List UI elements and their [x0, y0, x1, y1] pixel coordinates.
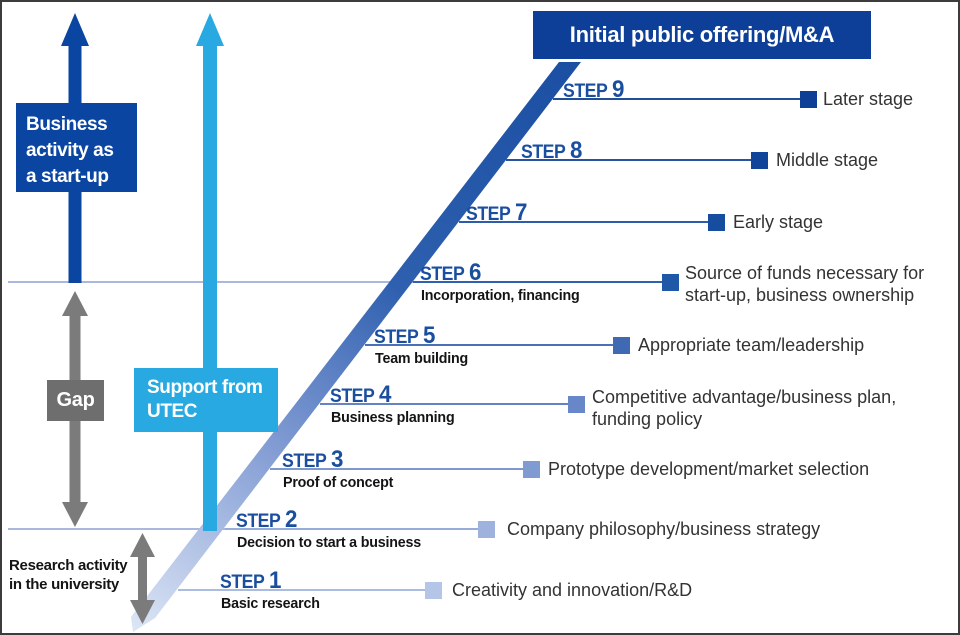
research-activity-line2: in the university	[9, 576, 119, 593]
step-8-marker	[751, 152, 768, 169]
gap-label: Gap	[56, 389, 95, 411]
step-1-sublabel: Basic research	[221, 595, 320, 612]
step-1-marker	[425, 582, 442, 599]
step-3-sublabel: Proof of concept	[283, 474, 394, 491]
business-activity-box: Business activity as a start-up	[16, 103, 137, 192]
support-utec-box: Support from UTEC	[134, 368, 278, 432]
business-activity-label-line2: activity as	[26, 140, 114, 161]
step-7-description: Early stage	[733, 212, 824, 232]
step-5-description: Appropriate team/leadership	[638, 335, 865, 355]
step-9-description: Later stage	[823, 89, 914, 109]
step-3-line	[270, 468, 532, 470]
support-utec-arrow	[196, 13, 224, 531]
step-6-marker	[662, 274, 679, 291]
research-activity-label: Research activity in the university	[9, 556, 128, 594]
step-7-marker	[708, 214, 725, 231]
lower-boundary-line	[8, 528, 225, 530]
step-4-marker	[568, 396, 585, 413]
step-5-line	[365, 344, 622, 346]
business-activity-label-line3: a start-up	[26, 166, 109, 187]
diagonal-growth-arrow	[131, 62, 581, 632]
step-6-sublabel: Incorporation, financing	[421, 287, 580, 304]
step-6-line	[413, 281, 671, 283]
research-double-arrow	[130, 533, 155, 624]
step-4-line	[320, 403, 577, 405]
gap-box: Gap	[47, 380, 104, 421]
step-5-marker	[613, 337, 630, 354]
business-activity-label-line1: Business	[26, 114, 108, 135]
step-8-description: Middle stage	[776, 150, 879, 170]
step-2-description: Company philosophy/business strategy	[507, 519, 821, 539]
step-1-line	[178, 589, 434, 591]
step-2-marker	[478, 521, 495, 538]
step-7-line	[459, 221, 717, 223]
ipo-ma-label: Initial public offering/M&A	[569, 22, 835, 47]
step-5-sublabel: Team building	[375, 350, 469, 367]
step-4-sublabel: Business planning	[331, 409, 455, 426]
step-1-description: Creativity and innovation/R&D	[452, 580, 693, 600]
step-8-line	[506, 159, 760, 161]
step-2-line	[225, 528, 487, 530]
step-9-line	[553, 98, 809, 100]
ipo-ma-box: Initial public offering/M&A	[533, 11, 871, 59]
research-activity-line1: Research activity	[9, 557, 128, 574]
step-3-marker	[523, 461, 540, 478]
support-utec-label-line2: UTEC	[147, 401, 198, 422]
step-9-marker	[800, 91, 817, 108]
step-2-sublabel: Decision to start a business	[237, 534, 421, 551]
step-6-description: Source of funds necessary for start-up, …	[685, 263, 925, 305]
support-utec-label-line1: Support from	[147, 377, 263, 398]
step-4-description: Competitive advantage/business plan, fun…	[592, 387, 897, 429]
step-3-description: Prototype development/market selection	[548, 459, 870, 479]
